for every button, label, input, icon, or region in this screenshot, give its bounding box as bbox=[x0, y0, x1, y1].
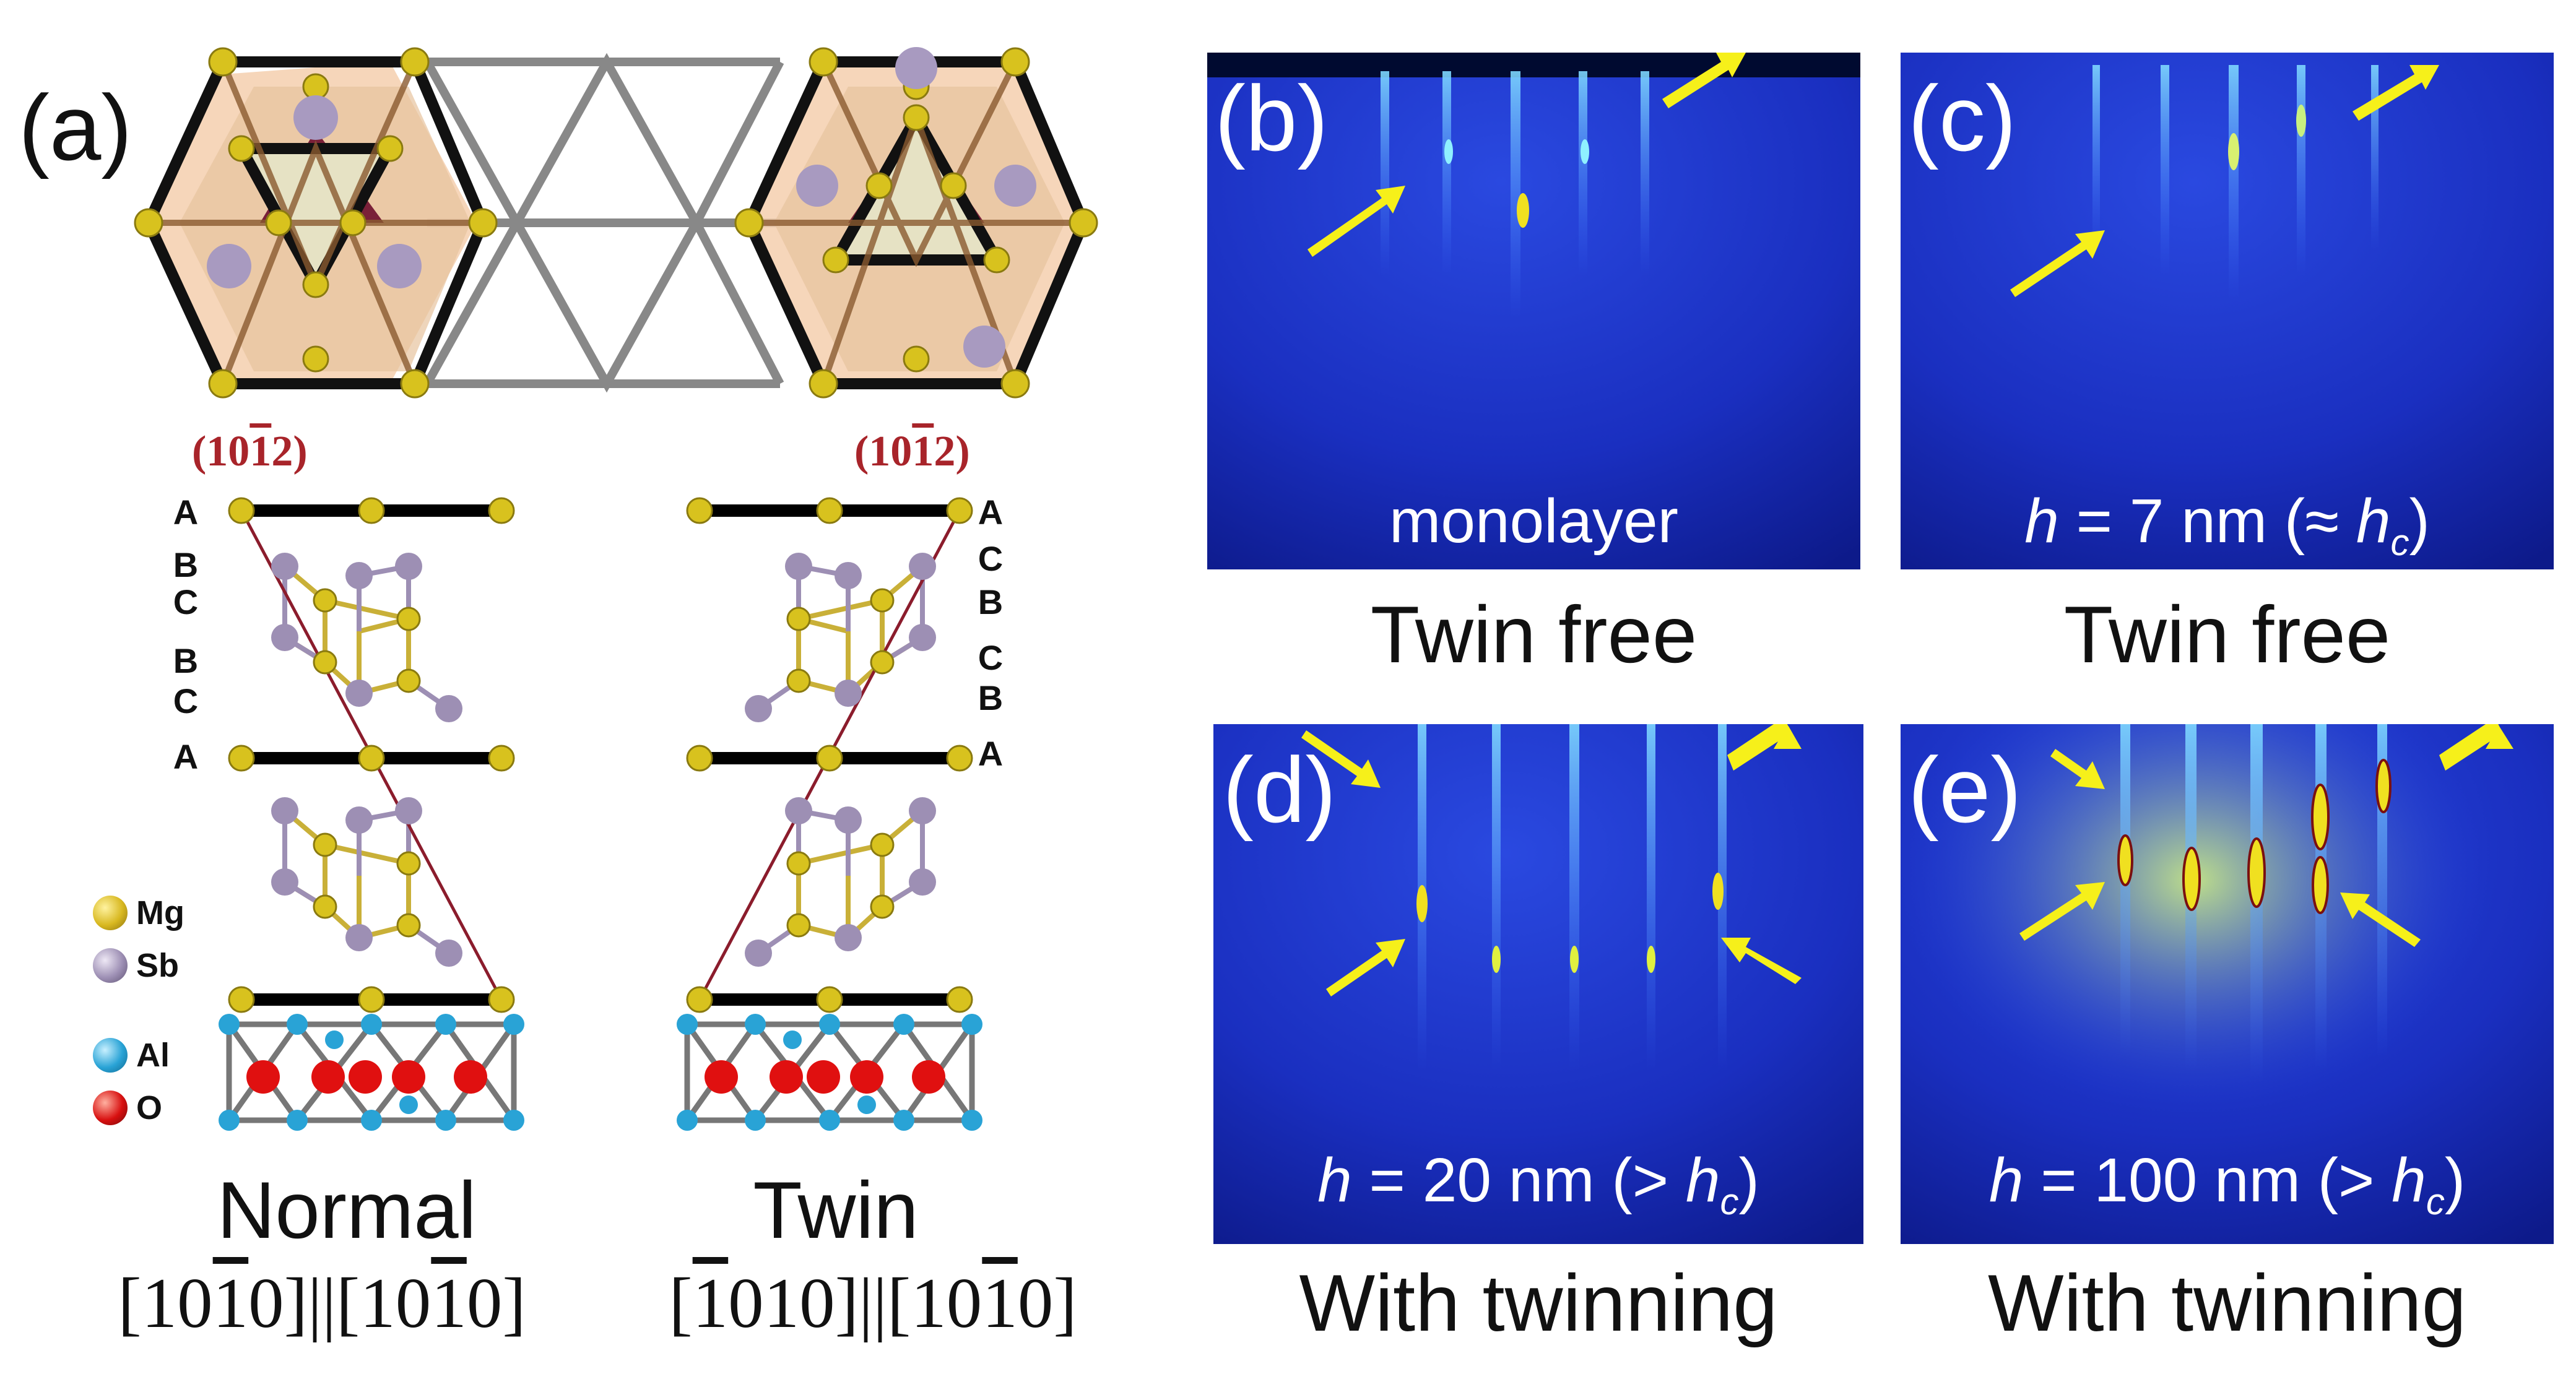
arrow-icon bbox=[1301, 724, 1802, 996]
side-view-structures bbox=[219, 497, 982, 1131]
normal-direction: [1010]||[1010] bbox=[118, 1264, 526, 1342]
panel-d-condition: h = 20 nm (> hc) bbox=[1317, 1146, 1759, 1222]
twin-caption: Twin bbox=[753, 1165, 919, 1255]
rheed-panel-b: (b) monolayer bbox=[1207, 53, 1860, 569]
normal-structure bbox=[219, 497, 524, 1131]
panel-d-caption: With twinning bbox=[1299, 1258, 1778, 1348]
panel-b-caption: Twin free bbox=[1370, 589, 1698, 680]
normal-stacking-letter: A bbox=[173, 493, 199, 532]
rheed-panel-d: (d) h = 20 nm (> hc) bbox=[1213, 724, 1863, 1244]
atom-legend: Mg Sb Al O bbox=[93, 891, 235, 1151]
panel-c-label: (c) bbox=[1908, 66, 2016, 170]
arrow-icon bbox=[2019, 724, 2513, 947]
arrow-icon bbox=[2010, 65, 2439, 297]
twin-direction: [1010]||[1010] bbox=[669, 1264, 1077, 1342]
left-hexagon bbox=[134, 47, 498, 399]
twin-stacking-letter: C bbox=[978, 638, 1004, 677]
legend-item-o: O bbox=[93, 1086, 162, 1130]
rheed-panel-e: (e) h = 100 nm (> hc) bbox=[1901, 724, 2554, 1244]
legend-label: O bbox=[136, 1089, 163, 1126]
arrow-icon bbox=[1308, 53, 1746, 257]
al-atom-icon bbox=[93, 1038, 128, 1073]
normal-stacking-letter: B bbox=[173, 545, 199, 584]
twin-stacking-letter: A bbox=[978, 734, 1004, 773]
panel-c-condition: h = 7 nm (≈ hc) bbox=[2024, 486, 2430, 563]
mg-atom-icon bbox=[93, 896, 128, 930]
normal-stacking-letter: B bbox=[173, 641, 199, 680]
top-view-lattice bbox=[134, 47, 1098, 399]
twin-stacking-letter: A bbox=[978, 493, 1004, 532]
twin-stacking-letter: B bbox=[978, 582, 1004, 621]
right-hexagon bbox=[734, 47, 1098, 399]
panel-c-caption: Twin free bbox=[2063, 589, 2391, 680]
panel-b-label: (b) bbox=[1215, 66, 1329, 170]
legend-label: Sb bbox=[136, 947, 180, 984]
twin-stacking-letter: B bbox=[978, 678, 1004, 717]
normal-caption: Normal bbox=[217, 1165, 477, 1255]
twin-structure bbox=[677, 497, 982, 1131]
twin-plane-label: (1012) bbox=[854, 428, 970, 475]
sb-atom-icon bbox=[93, 948, 128, 983]
normal-stacking-letter: C bbox=[173, 681, 199, 720]
panel-d-label: (d) bbox=[1223, 738, 1337, 842]
normal-plane-label: (1012) bbox=[192, 428, 308, 475]
legend-label: Mg bbox=[136, 894, 184, 931]
o-atom-icon bbox=[93, 1091, 128, 1125]
legend-item-al: Al bbox=[93, 1034, 170, 1077]
legend-item-sb: Sb bbox=[93, 944, 179, 987]
panel-e-label: (e) bbox=[1908, 738, 2022, 842]
twin-stacking-letter: C bbox=[978, 539, 1004, 578]
normal-stacking-letter: A bbox=[173, 737, 199, 776]
rheed-panel-c: (c) h = 7 nm (≈ hc) bbox=[1901, 53, 2554, 569]
panel-b-condition: monolayer bbox=[1389, 486, 1678, 556]
panel-e-caption: With twinning bbox=[1987, 1258, 2467, 1348]
legend-label: Al bbox=[136, 1037, 170, 1074]
normal-stacking-letter: C bbox=[173, 582, 199, 621]
panel-e-condition: h = 100 nm (> hc) bbox=[1988, 1146, 2466, 1222]
panel-a-label: (a) bbox=[19, 76, 132, 179]
legend-item-mg: Mg bbox=[93, 891, 184, 935]
